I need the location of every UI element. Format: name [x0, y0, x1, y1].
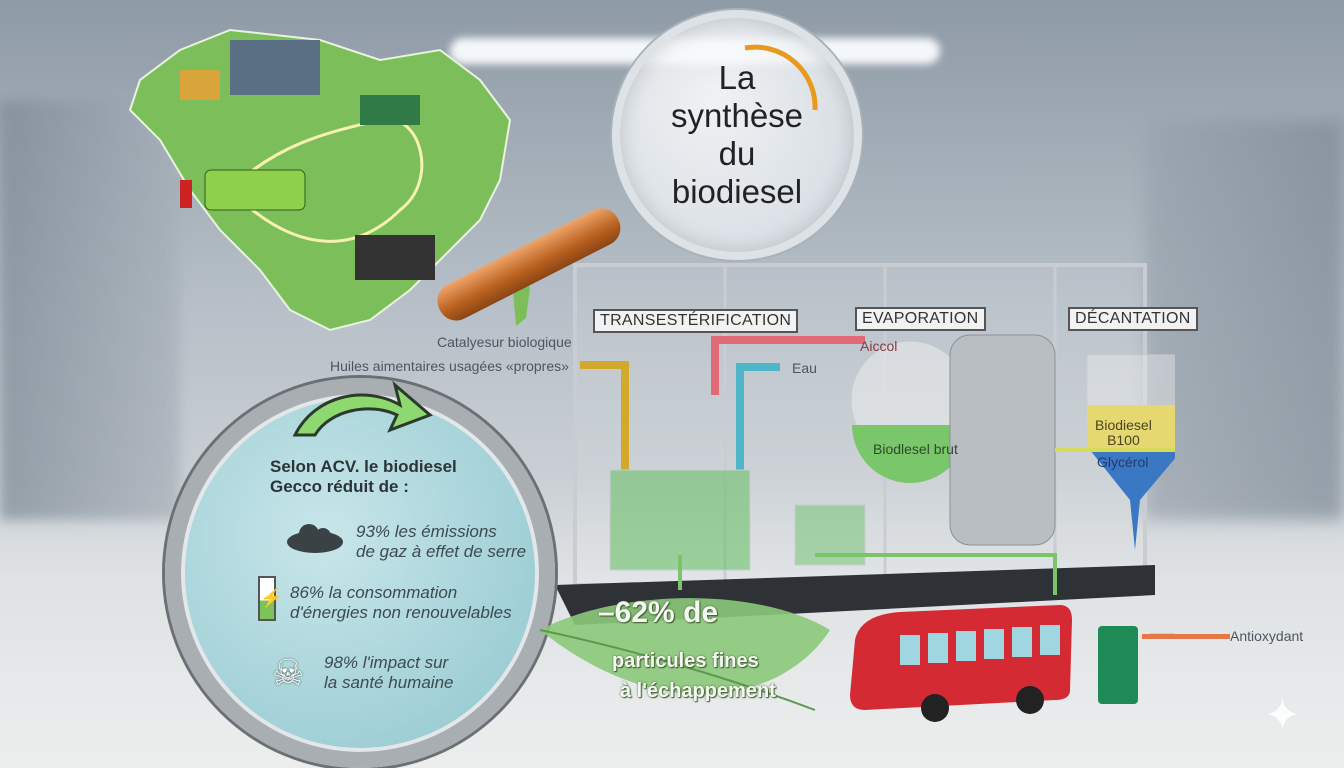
stage-label-evaporation: EVAPORATION [855, 307, 986, 331]
antioxidant-pipe [1142, 634, 1230, 639]
leaf-line2: particules fines [612, 650, 759, 672]
input-alcohol: Aiccol [860, 338, 898, 354]
factory-icon [355, 235, 435, 280]
b100-l2: B100 [1107, 432, 1140, 448]
bus-icon [204, 169, 306, 211]
bus-icon [850, 605, 1072, 722]
product-glycerol: Glycérol [1097, 454, 1149, 470]
b100-l1: Biodiesel [1095, 417, 1152, 433]
background-wall [0, 100, 180, 520]
title-line: du [718, 135, 756, 172]
stat-l2: de gaz à effet de serre [356, 542, 527, 561]
leaf-percent: –62% de [598, 596, 719, 629]
input-catalyst: Catalyesur biologique [437, 334, 572, 350]
buildings-icon [230, 40, 320, 95]
input-water: Eau [792, 360, 817, 376]
title-line: synthèse [670, 97, 804, 134]
steel-tank [949, 334, 1056, 546]
input-oils: Huiles aimentaires usagées «propres» [330, 358, 569, 374]
house-icon [180, 70, 220, 100]
title-magnifier: La synthèse du biodiesel [612, 10, 862, 260]
glycerol-funnel [1090, 450, 1175, 550]
product-raw-biodiesel: Biodlesel brut [873, 441, 958, 457]
stat-l2: la santé humaine [324, 673, 454, 692]
stat-l1: 86% la consommation [290, 583, 458, 602]
stat-l2: d'énergies non renouvelables [290, 603, 512, 622]
recycle-arrow-icon [292, 380, 433, 437]
truck-icon [360, 95, 420, 125]
sparkle-icon: ✦ [1264, 691, 1301, 740]
acv-heading: Selon ACV. le biodiesel Gecco réduit de … [270, 457, 457, 497]
fuel-pump-icon [180, 180, 192, 208]
stage-label-transesterification: TRANSESTÉRIFICATION [593, 309, 799, 333]
leaf-shape [539, 598, 830, 711]
france-map [128, 28, 530, 332]
orange-arc [744, 44, 818, 111]
acv-heading-l1: Selon ACV. le biodiesel [270, 457, 457, 476]
leaf-line3: à l'échappement [620, 680, 776, 702]
b100-layer [1087, 405, 1175, 450]
stage-label-decantation: DÉCANTATION [1068, 307, 1198, 331]
stat-l1: 93% les émissions [356, 522, 497, 541]
input-antioxidant: Antioxydant [1230, 628, 1304, 644]
title-line: biodiesel [671, 173, 803, 210]
battery-icon: ⚡ [258, 576, 282, 621]
acv-heading-l2: Gecco réduit de : [270, 477, 409, 496]
title-line: La [718, 59, 756, 96]
reactor-tank [609, 469, 751, 571]
fuel-pump-icon [1098, 626, 1138, 704]
cloud-icon [287, 524, 343, 553]
stat-l1: 98% l'impact sur [324, 653, 449, 672]
skull-icon: ☠ [272, 652, 305, 693]
